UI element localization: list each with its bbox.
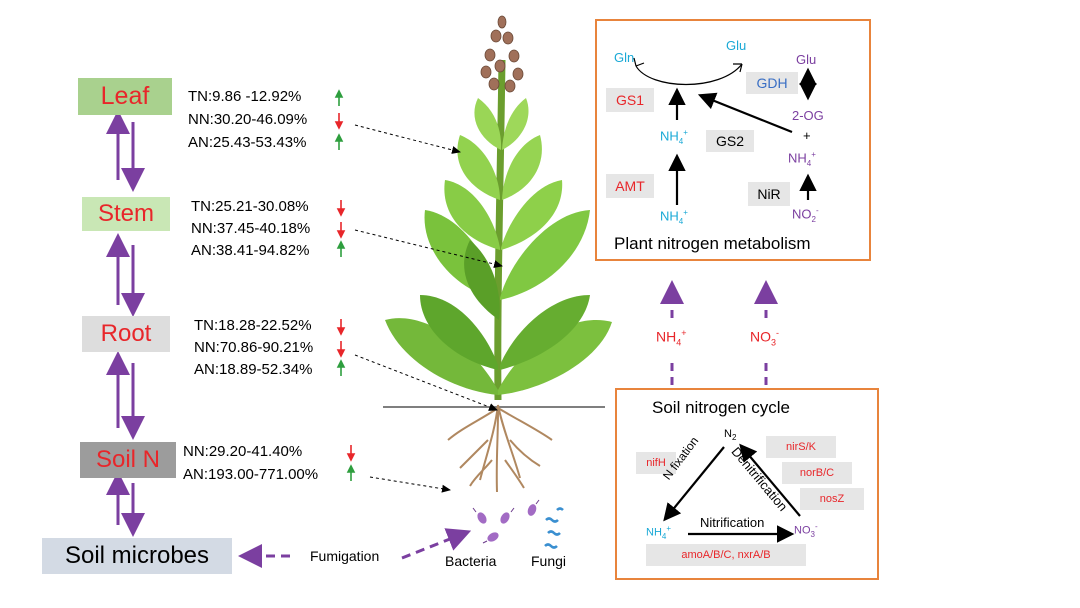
plant-metabolism-box: [595, 19, 871, 261]
nosz-label: nosZ: [800, 488, 864, 510]
tobacco-plant: [385, 15, 612, 493]
root-nn: NN:70.86-90.21%: [194, 339, 314, 356]
leaf-label: Leaf: [78, 78, 172, 115]
amoa-label: amoA/B/C, nxrA/B: [646, 544, 806, 566]
no2-label: NO2-: [792, 206, 819, 224]
root-an: AN:18.89-52.34%: [194, 361, 313, 378]
nifh-label: nifH: [636, 452, 676, 474]
nh4-bottom-label: NH4+: [660, 208, 688, 226]
stem-an: AN:38.41-94.82%: [191, 242, 310, 259]
leaf-an: AN:25.43-53.43%: [188, 134, 307, 151]
soil-an: AN:193.00-771.00%: [183, 466, 319, 483]
nirs-label: nirS/K: [766, 436, 836, 458]
plant-flow-arrows: [668, 67, 817, 205]
fumigation-label: Fumigation: [310, 548, 380, 564]
nitrification-label: Nitrification: [700, 515, 765, 530]
nir-label: NiR: [748, 182, 790, 206]
soil-cycle-arrows: [663, 443, 801, 543]
soil-n-label: Soil N: [80, 442, 176, 478]
glu-label-right: Glu: [796, 52, 817, 67]
gln-label: Gln: [614, 50, 635, 65]
soil-microbes-label: Soil microbes: [42, 538, 232, 574]
plant-box-title: Plant nitrogen metabolism: [614, 234, 811, 253]
soil-box-title: Soil nitrogen cycle: [652, 398, 790, 417]
fungi-icon: [544, 507, 564, 549]
gs-gogat-cycle: [633, 57, 743, 86]
uptake-no3: NO3-: [750, 328, 780, 348]
leaf-nn: NN:30.20-46.09%: [188, 111, 308, 128]
soil-nn: NN:29.20-41.40%: [183, 443, 303, 460]
pointer-arrows: [354, 124, 503, 493]
root-tn: TN:18.28-22.52%: [194, 317, 312, 334]
nh4-right-label: NH4+: [788, 150, 816, 168]
stem-label: Stem: [82, 197, 170, 231]
nh4-soil-label: NH4+: [646, 524, 672, 541]
plus-label: +: [803, 128, 811, 143]
fumigation-arrows: [238, 528, 472, 568]
uptake-nh4: NH4+: [656, 328, 687, 348]
two-og-label: 2-OG: [792, 108, 824, 123]
stem-nn: NN:37.45-40.18%: [191, 220, 311, 237]
fungi-label: Fungi: [531, 553, 567, 569]
stem-tn: TN:25.21-30.08%: [191, 198, 309, 215]
glu-label-left: Glu: [726, 38, 747, 53]
root-label: Root: [82, 316, 170, 352]
bacteria-icon: [472, 499, 540, 544]
organ-flux-arrows: [106, 110, 145, 537]
amt-label: AMT: [606, 174, 654, 198]
norb-label: norB/C: [782, 462, 852, 484]
n2-label: N2: [724, 428, 737, 443]
gdh-label: GDH: [746, 72, 798, 94]
no3-soil-label: NO3-: [794, 522, 818, 539]
gs2-label: GS2: [706, 130, 754, 152]
soil-cycle-box: [615, 388, 879, 580]
uptake-arrows: [660, 280, 778, 385]
nh4-mid-label: NH4+: [660, 128, 688, 146]
gs1-label: GS1: [606, 88, 654, 112]
bacteria-label: Bacteria: [445, 553, 497, 569]
leaf-tn: TN:9.86 -12.92%: [188, 88, 302, 105]
